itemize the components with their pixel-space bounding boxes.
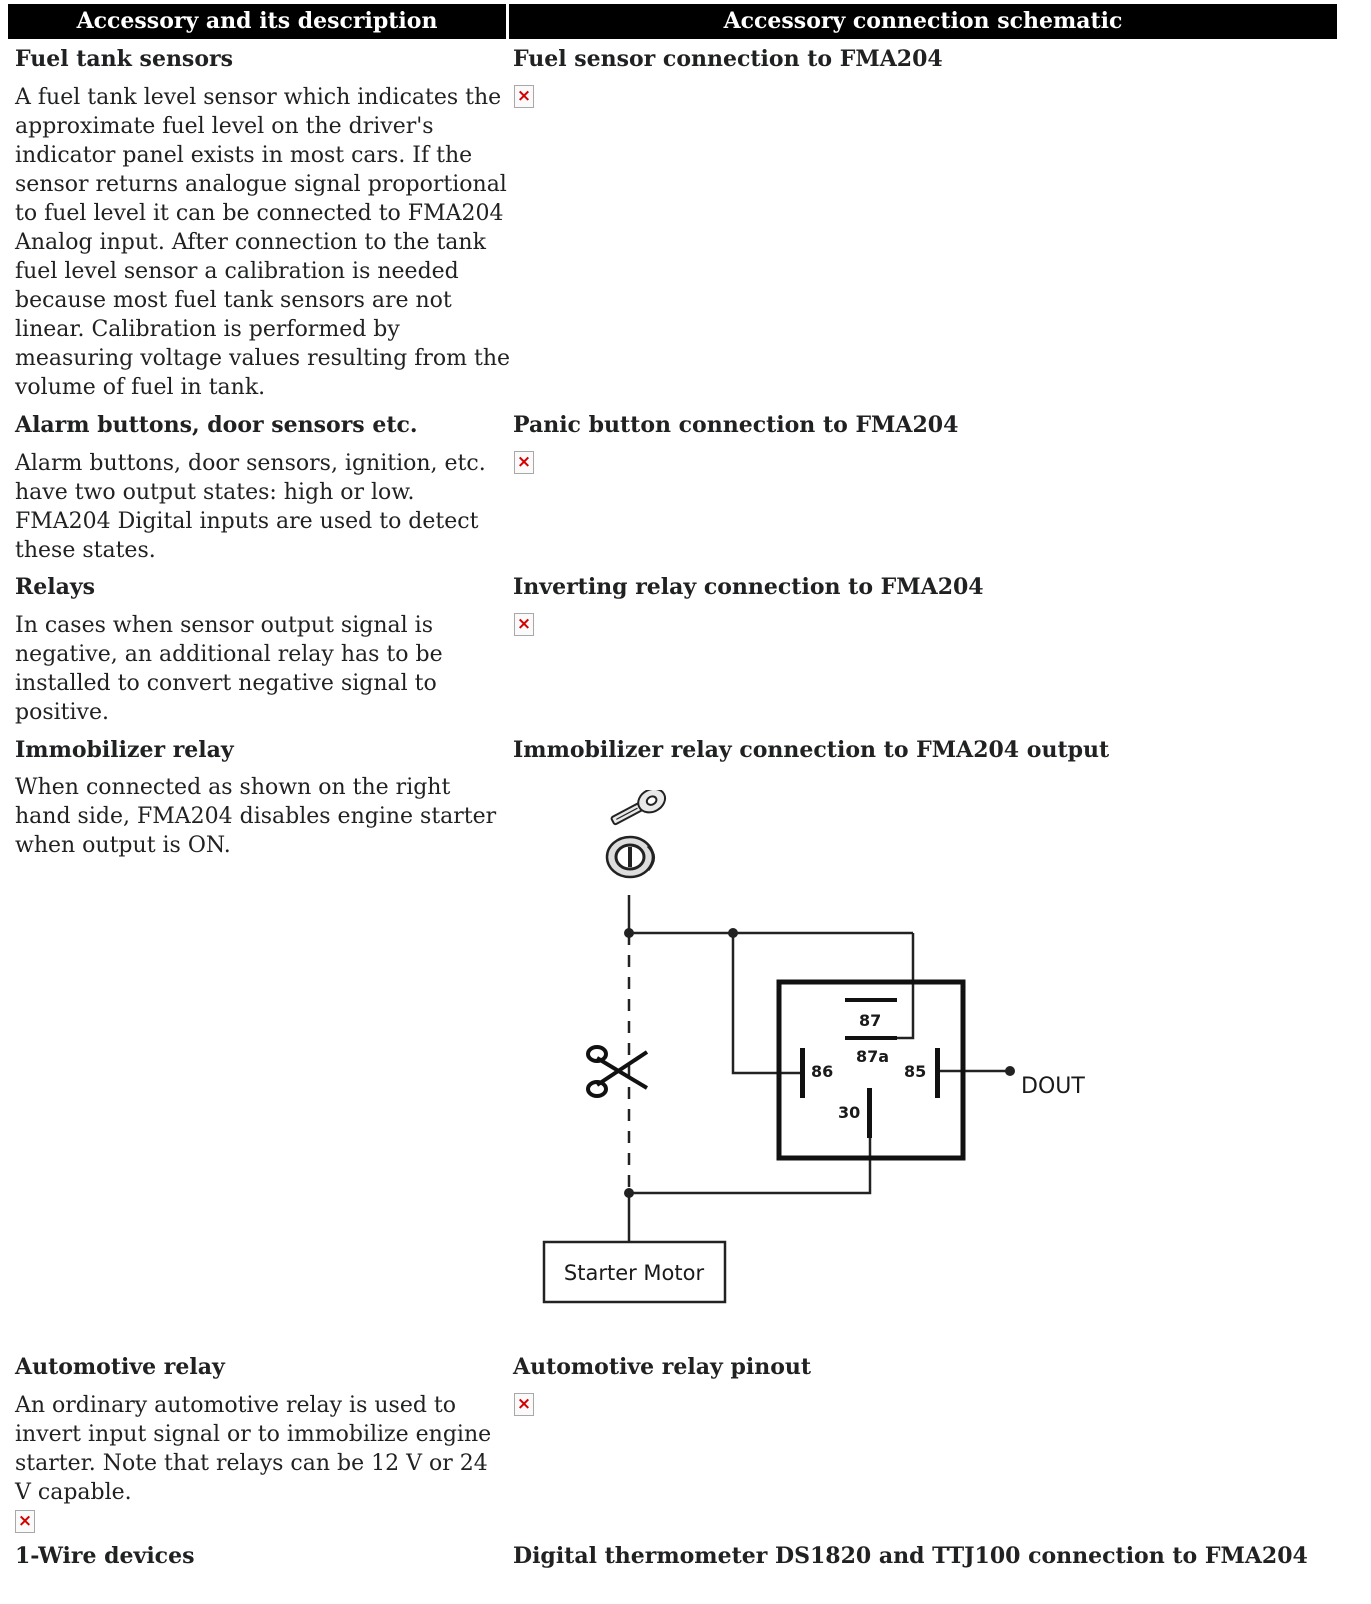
column-header-accessory: Accessory and its description (8, 4, 506, 39)
broken-image-icon (514, 1391, 534, 1417)
schematic-title-panic-button: Panic button connection to FMA204 (513, 412, 959, 438)
accessory-title-relays: Relays (15, 574, 96, 600)
ignition-key-icon (605, 790, 667, 879)
accessory-description-fuel-tank-sensors: A fuel tank level sensor which indicates… (15, 85, 511, 400)
accessory-title-1-wire-devices: 1-Wire devices (15, 1543, 195, 1569)
immobilizer-relay-schematic: 87 87a 86 85 30 DOUT Starter Motor (542, 790, 1085, 1304)
relay-pin-30: 30 (838, 1103, 860, 1122)
scissors-icon (586, 1045, 649, 1098)
schematic-title-fuel-sensor: Fuel sensor connection to FMA204 (513, 46, 943, 72)
broken-image-icon (514, 449, 534, 475)
accessory-description-relays: In cases when sensor output signal is ne… (15, 613, 443, 725)
accessory-description-immobilizer-relay: When connected as shown on the right han… (15, 775, 497, 858)
accessory-description-automotive-relay: An ordinary automotive relay is used to … (15, 1393, 492, 1505)
accessory-title-automotive-relay: Automotive relay (15, 1354, 225, 1380)
broken-image-icon (514, 83, 534, 109)
accessory-description-alarm-buttons: Alarm buttons, door sensors, ignition, e… (15, 451, 486, 563)
schematic-title-immobilizer-relay: Immobilizer relay connection to FMA204 o… (513, 737, 1110, 763)
schematic-title-automotive-relay-pinout: Automotive relay pinout (513, 1354, 812, 1380)
schematic-title-digital-thermometer: Digital thermometer DS1820 and TTJ100 co… (513, 1543, 1308, 1569)
accessory-title-fuel-tank-sensors: Fuel tank sensors (15, 46, 233, 72)
relay-pin-86: 86 (811, 1062, 833, 1081)
starter-motor-label: Starter Motor (564, 1261, 705, 1285)
column-header-schematic: Accessory connection schematic (509, 4, 1337, 39)
schematic-title-inverting-relay: Inverting relay connection to FMA204 (513, 574, 984, 600)
broken-image-icon (514, 611, 534, 637)
accessory-title-alarm-buttons: Alarm buttons, door sensors etc. (15, 412, 418, 438)
broken-image-icon (15, 1508, 35, 1534)
relay-pin-87: 87 (859, 1011, 881, 1030)
dout-label: DOUT (1021, 1074, 1085, 1099)
relay-pin-87a: 87a (856, 1047, 889, 1066)
relay-pin-85: 85 (904, 1062, 926, 1081)
accessory-title-immobilizer-relay: Immobilizer relay (15, 737, 234, 763)
